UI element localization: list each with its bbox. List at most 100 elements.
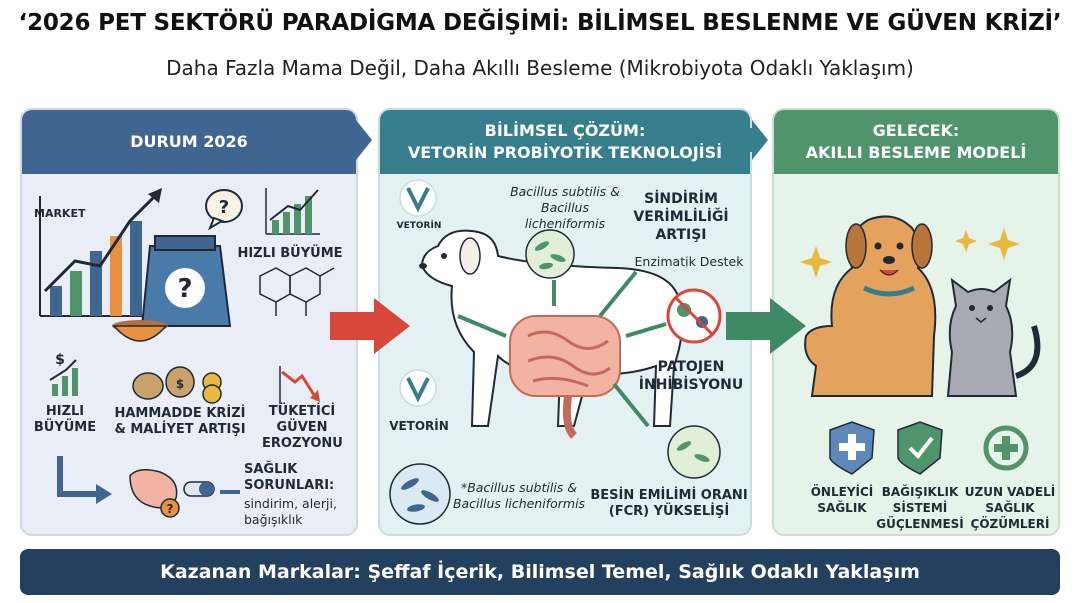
footer-banner: Kazanan Markalar: Şeffaf İçerik, Bilimse… (20, 549, 1060, 595)
cycle-plus-icon (983, 425, 1029, 471)
shield-check-icon (897, 421, 943, 475)
hammadde-line-2: & MALİYET ARTIŞI (114, 422, 246, 437)
arrow-icon (457, 314, 507, 338)
saglik-items: sindirim, alerji, bağışıklık (244, 496, 344, 528)
panel-durum: DURUM 2026 (20, 108, 358, 536)
green-arrow-icon (726, 298, 806, 354)
bacteria-icon (667, 425, 721, 479)
page-subtitle: Daha Fazla Mama Değil, Daha Akıllı Besle… (166, 56, 914, 80)
tuketici-line-2: GÜVEN (276, 420, 328, 435)
shield-plus-icon (829, 421, 875, 475)
sindirim-label: SİNDİRİM VERİMLİLİĞİ ARTIŞI (626, 190, 736, 244)
hammadde-line-1: HAMMADDE KRİZİ (114, 406, 246, 421)
market-chart-icon (39, 188, 162, 317)
sindirim-line-3: ARTIŞI (655, 227, 707, 243)
green-transition-arrow (726, 298, 806, 354)
bacteria-top-line-1: Bacillus subtilis & (510, 184, 620, 199)
pill-icon (183, 481, 215, 497)
benefit-2-line-3: GÜÇLENMESİ (876, 517, 964, 531)
panel-durum-title: DURUM 2026 (130, 132, 248, 151)
panel-gelecek-header: GELECEK: AKILLI BESLEME MODELİ (774, 110, 1058, 174)
bacteria-top-line-2: Bacillus licheniformis (524, 200, 606, 231)
sparkle-icon (955, 230, 977, 252)
hizli-buyume-line-2: BÜYÜME (33, 420, 97, 435)
food-bowl-icon (112, 320, 168, 342)
patojen-label: PATOJEN İNHİBİSYONU (638, 358, 744, 394)
svg-text:$: $ (55, 352, 65, 368)
arrow-icon (612, 382, 650, 428)
benefit-2-line-2: SİSTEMİ (892, 501, 948, 515)
arrow-icon (625, 322, 667, 338)
besin-line-1: BESİN EMİLİMİ ORANI (590, 488, 748, 503)
svg-text:?: ? (177, 274, 192, 304)
saglik-line-1: SAĞLIK (244, 462, 298, 477)
food-bag-icon: ? (140, 235, 232, 327)
arrow-icon (598, 270, 638, 318)
question-bubble-icon: ? (205, 189, 243, 231)
svg-text:?: ? (219, 197, 229, 218)
benefit-label-3: UZUN VADELİ SAĞLIK ÇÖZÜMLERİ (958, 484, 1062, 532)
panel1-art: ? ? $ $ (39, 188, 335, 518)
falling-trust-icon (279, 366, 320, 404)
stomach-icon: ? (129, 469, 180, 518)
brand-label-1: VETORİN (396, 221, 442, 231)
money-growth-icon: $ (49, 352, 78, 396)
hizli-buyume-label-1: HIZLI BÜYÜME (237, 246, 343, 261)
sparkle-icons (800, 228, 1020, 278)
benefit-3-line-2: SAĞLIK (985, 501, 1035, 515)
bacteria-icon (389, 463, 451, 525)
brand-label-2: VETORİN (389, 419, 449, 433)
panel-cozum-title-1: BİLİMSEL ÇÖZÜM: (484, 121, 646, 140)
tuketici-label: TÜKETİCİ GÜVEN EROZYONU (262, 404, 343, 452)
panel2-art (389, 179, 722, 525)
svg-text:?: ? (167, 502, 174, 516)
hammadde-label: HAMMADDE KRİZİ & MALİYET ARTIŞI (110, 406, 250, 438)
patojen-line-1: PATOJEN (657, 359, 725, 375)
benefit-2-line-1: BAĞIŞIKLIK (881, 485, 959, 499)
page-title: ‘2026 PET SEKTÖRÜ PARADİGMA DEĞİŞİMİ: Bİ… (18, 10, 1062, 36)
benefit-1-line-2: SAĞLIK (817, 501, 867, 515)
patojen-line-2: İNHİBİSYONU (638, 377, 744, 393)
svg-text:$: $ (176, 377, 184, 391)
red-arrow-icon (330, 298, 410, 354)
sparkle-icon (800, 246, 832, 278)
hizli-buyume-line-1: HIZLI (45, 404, 85, 419)
saglik-label: SAĞLIK SORUNLARI: (244, 462, 344, 494)
benefit-label-1: ÖNLEYİCİ SAĞLIK (792, 484, 892, 516)
growth-chart-icon (265, 188, 320, 235)
bacteria-bottom-line-2: Bacillus licheniformis (452, 496, 586, 511)
money-bags-icon: $ (132, 366, 222, 404)
vetorin-logo-icon (399, 179, 437, 217)
bacteria-bottom-line-1: *Bacillus subtilis & (460, 480, 578, 495)
saglik-line-2: SORUNLARI: (244, 478, 335, 493)
sindirim-line-1: SİNDİRİM (644, 191, 718, 207)
header-arrow-icon (738, 120, 768, 160)
benefit-label-2: BAĞIŞIKLIK SİSTEMİ GÜÇLENMESİ (870, 484, 970, 532)
panel-gelecek-title-2: AKILLI BESLEME MODELİ (805, 143, 1027, 162)
saglik-item-2: bağışıklık (244, 512, 303, 527)
process-arrows (457, 270, 667, 428)
tuketici-line-1: TÜKETİCİ (268, 404, 336, 419)
intestine-icon (509, 315, 621, 439)
panel3-art (800, 215, 1041, 475)
besin-line-2: (FCR) YÜKSELİŞİ (608, 504, 730, 519)
flow-arrow-icon (57, 456, 98, 497)
flow-arrow-head-icon (96, 484, 112, 504)
besin-label: BESİN EMİLİMİ ORANI (FCR) YÜKSELİŞİ (588, 488, 750, 520)
benefit-1-line-1: ÖNLEYİCİ (810, 485, 874, 499)
enzimatik-label: Enzimatik Destek (634, 254, 744, 269)
footer-text: Kazanan Markalar: Şeffaf İçerik, Bilimse… (160, 561, 920, 583)
market-label: MARKET (34, 207, 86, 220)
hizli-buyume-label-2: HIZLI BÜYÜME (30, 404, 100, 436)
header-arrow-icon (341, 120, 372, 160)
bacteria-top-label: Bacillus subtilis & Bacillus licheniform… (500, 184, 630, 232)
benefit-3-line-3: ÇÖZÜMLERİ (970, 517, 1050, 531)
vetorin-logo-icon (399, 369, 437, 407)
panel-gelecek-title-1: GELECEK: (872, 121, 960, 140)
panel-durum-header: DURUM 2026 (22, 110, 356, 174)
bacteria-icon (525, 229, 575, 279)
benefit-3-line-1: UZUN VADELİ (964, 485, 1056, 499)
pathogen-block-icon (666, 288, 722, 344)
bacteria-bottom-label: *Bacillus subtilis & Bacillus lichenifor… (452, 480, 586, 512)
